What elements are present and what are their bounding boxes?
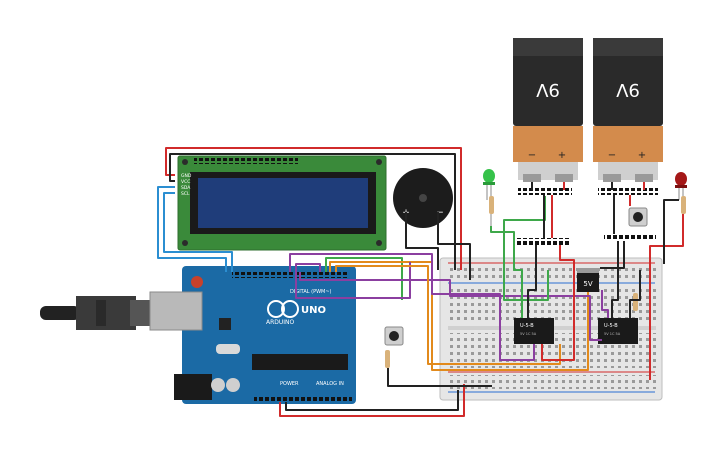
battery-2-plus: +: [638, 150, 646, 161]
arduino-analog-label: ANALOG IN: [316, 381, 344, 387]
resistor: [681, 196, 686, 214]
pin-header: [515, 238, 571, 245]
battery-1-plus: +: [558, 150, 566, 161]
wires: [157, 147, 684, 417]
green-led: [483, 169, 495, 200]
relay-1-subtext: 5V 1C 5A: [520, 332, 537, 336]
regulator-label: 5V: [583, 280, 592, 288]
battery-1-label: 9V: [535, 79, 559, 100]
push-button[interactable]: [384, 326, 404, 346]
lcd-pin-scl: SCL: [181, 191, 190, 197]
resistor: [489, 196, 494, 226]
relay-1: U-5-B 5V 1C 5A: [514, 318, 554, 344]
resistor: [385, 350, 390, 368]
resistor: [633, 293, 638, 311]
voltage-regulator: 5V: [577, 268, 599, 292]
battery-1: 9V − +: [513, 38, 583, 182]
pin-header: [604, 234, 656, 241]
piezo-buzzer: + −: [393, 168, 453, 228]
relay-1-label: U-5-B: [520, 323, 534, 329]
lcd-pin-sda: SDA: [181, 185, 191, 191]
battery-1-minus: −: [528, 150, 536, 161]
push-button[interactable]: [628, 207, 648, 227]
arduino-brand: ARDUINO: [266, 319, 295, 326]
lcd-pin-vcc: VCC: [181, 179, 190, 185]
relay-2-label: U-5-B: [604, 323, 618, 329]
pin-header: [518, 188, 572, 195]
lcd-display: GND VCC SDA SCL: [177, 155, 387, 251]
buzzer-minus: −: [436, 208, 444, 218]
lcd-pin-gnd: GND: [181, 173, 192, 179]
relay-2: U-5-B 5V 1C 5A: [598, 318, 638, 344]
arduino-power-label: POWER: [280, 381, 299, 387]
battery-2-minus: −: [608, 150, 616, 161]
pin-header: [598, 188, 658, 195]
arduino-digital-label: DIGITAL (PWM~): [290, 289, 332, 295]
relay-2-subtext: 5V 1C 5A: [604, 332, 621, 336]
red-led: [675, 172, 687, 200]
battery-2: 9V − +: [593, 38, 663, 182]
arduino-model: UNO: [301, 305, 326, 316]
arduino-uno: ARDUINO UNO DIGITAL (PWM~) POWER ANALOG …: [149, 266, 356, 404]
battery-2-label: 9V: [615, 79, 639, 100]
